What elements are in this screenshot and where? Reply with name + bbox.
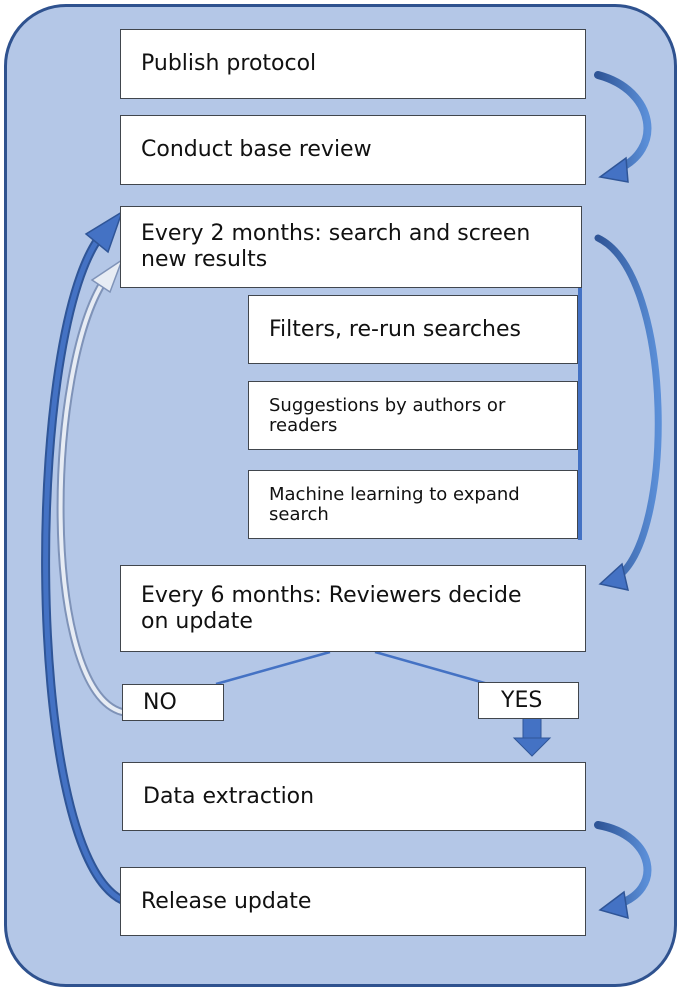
step-every-6-months: Every 6 months: Reviewers decide on upda… xyxy=(120,565,586,652)
substep-machine-learning: Machine learning to expand search xyxy=(248,470,578,539)
step-conduct-base-review: Conduct base review xyxy=(120,115,586,185)
loop-arrow-no-to-every2 xyxy=(56,258,126,716)
curved-arrow-every2-to-every6 xyxy=(594,234,662,591)
step-data-extraction: Data extraction xyxy=(122,762,586,831)
substep-filters: Filters, re-run searches xyxy=(248,295,578,364)
step-data-extraction-label: Data extraction xyxy=(143,783,315,809)
decision-yes-label: YES xyxy=(501,688,543,713)
step-every-6-months-label: Every 6 months: Reviewers decide on upda… xyxy=(141,582,522,634)
decision-line-no xyxy=(215,650,331,686)
step-conduct-base-review-label: Conduct base review xyxy=(141,137,372,163)
step-publish-protocol-label: Publish protocol xyxy=(141,51,317,77)
step-release-update-label: Release update xyxy=(141,888,312,914)
down-arrow-yes-to-extraction xyxy=(512,717,552,757)
step-release-update: Release update xyxy=(120,867,586,936)
step-every-2-months-label: Every 2 months: search and screen new re… xyxy=(141,221,531,272)
curved-arrow-extraction-to-release xyxy=(594,821,652,920)
decision-yes: YES xyxy=(478,682,579,719)
substep-suggestions: Suggestions by authors or readers xyxy=(248,381,578,450)
loop-arrow-release-to-every2 xyxy=(41,210,127,905)
decision-no-label: NO xyxy=(143,690,177,715)
decision-line-yes xyxy=(374,650,489,686)
step-publish-protocol: Publish protocol xyxy=(120,29,586,99)
substep-suggestions-label: Suggestions by authors or readers xyxy=(269,395,506,436)
substep-machine-learning-label: Machine learning to expand search xyxy=(269,484,520,525)
curved-arrow-publish-to-review xyxy=(594,71,652,183)
step-every-2-months: Every 2 months: search and screen new re… xyxy=(120,206,582,288)
decision-no: NO xyxy=(122,684,224,721)
substep-filters-label: Filters, re-run searches xyxy=(269,316,521,342)
